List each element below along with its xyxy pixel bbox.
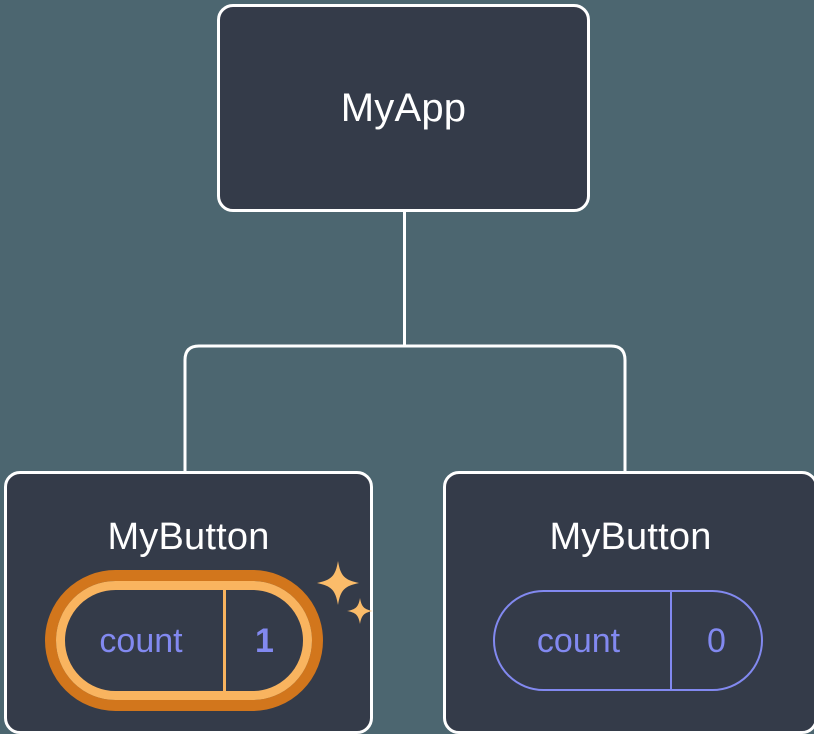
connector-branch-left — [183, 344, 405, 472]
node-title: MyButton — [549, 516, 712, 558]
state-key-label: count — [99, 621, 183, 660]
state-pill-body: count 1 — [56, 581, 312, 700]
state-key-cell: count — [65, 590, 223, 691]
state-value-cell: 1 — [223, 590, 303, 691]
state-pill-highlighted[interactable]: count 1 — [45, 570, 323, 711]
state-value-cell: 0 — [670, 592, 761, 689]
state-key-label: count — [536, 621, 621, 660]
state-pill-plain[interactable]: count 0 — [493, 590, 763, 691]
state-pill-glow-ring: count 1 — [45, 570, 323, 711]
node-title: MyApp — [340, 86, 467, 130]
state-key-cell: count — [495, 592, 670, 689]
state-pill-body: count 0 — [493, 590, 763, 691]
connector-branch-right — [404, 344, 627, 472]
node-title: MyButton — [107, 516, 270, 558]
state-value-label: 0 — [707, 621, 726, 660]
state-value-label: 1 — [255, 621, 274, 660]
node-myapp[interactable]: MyApp — [217, 4, 590, 212]
